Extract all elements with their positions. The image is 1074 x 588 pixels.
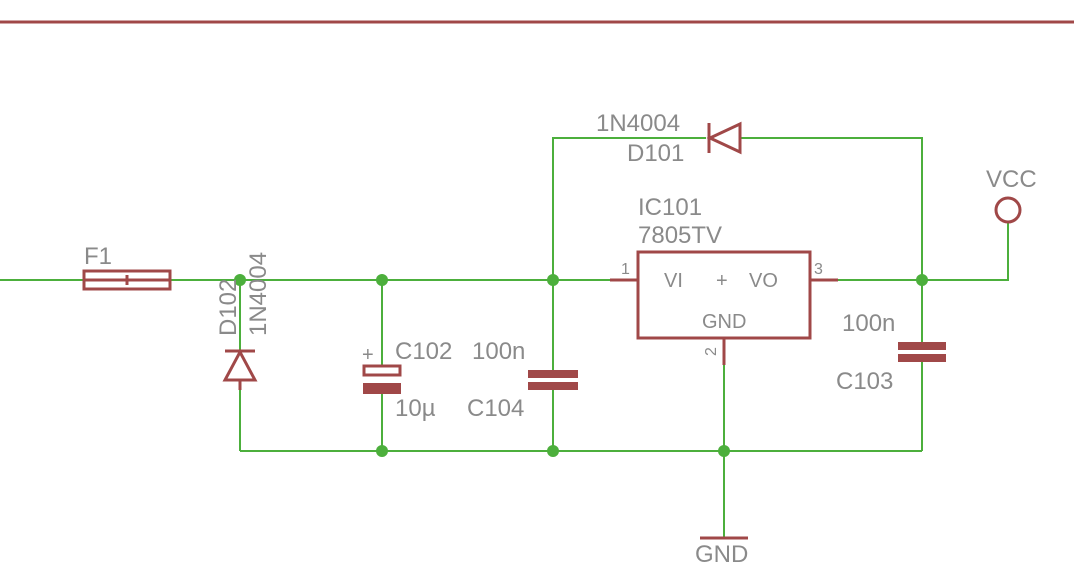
- diode-d102-name: D102: [215, 279, 242, 336]
- capacitor-c103-value: 100n: [842, 310, 895, 337]
- junction-dot: [376, 445, 388, 457]
- junction-dot: [547, 445, 559, 457]
- diode-d101-value: 1N4004: [596, 110, 680, 137]
- diode-d101-name: D101: [627, 140, 684, 167]
- capacitor-c103[interactable]: 100n C103: [836, 310, 946, 395]
- wires: [0, 137, 1009, 537]
- capacitor-c104-plate-bottom: [528, 382, 578, 390]
- regulator-ic101-pin1-number: 1: [621, 261, 630, 278]
- capacitor-c102-value: 10µ: [395, 395, 436, 422]
- junction-dot: [916, 274, 928, 286]
- regulator-ic101-value: 7805TV: [638, 222, 722, 249]
- junction-dot: [547, 274, 559, 286]
- vcc-label: VCC: [986, 166, 1037, 193]
- vcc-symbol: VCC: [986, 166, 1037, 224]
- capacitor-c104-plate-top: [528, 370, 578, 378]
- wire-bypass-right: [740, 137, 923, 280]
- capacitor-c104-name: C104: [467, 395, 524, 422]
- fuse-f1[interactable]: F1: [82, 243, 172, 291]
- regulator-ic101-plus-label: +: [716, 270, 728, 292]
- capacitor-c102-polarity: +: [362, 344, 374, 366]
- capacitor-c102-plate-negative: [363, 383, 401, 394]
- junctions: [234, 274, 928, 457]
- capacitor-c104-value: 100n: [472, 338, 525, 365]
- regulator-ic101-vi-label: VI: [664, 270, 683, 292]
- diode-d101-triangle: [706, 121, 742, 155]
- wire-vout: [810, 222, 1009, 281]
- junction-dot: [234, 274, 246, 286]
- regulator-ic101-name: IC101: [638, 194, 702, 221]
- capacitor-c103-plate-bottom: [898, 354, 946, 362]
- gnd-symbol: GND: [695, 536, 748, 568]
- vcc-terminal-icon: [994, 196, 1022, 224]
- diode-d101[interactable]: 1N4004 D101: [596, 110, 742, 167]
- regulator-ic101-pin2-number: 2: [703, 347, 720, 356]
- capacitor-c104[interactable]: 100n C104: [467, 338, 578, 422]
- capacitor-c102[interactable]: + C102 10µ: [362, 338, 452, 422]
- junction-dot: [376, 274, 388, 286]
- regulator-ic101[interactable]: IC101 7805TV VI + VO GND 1 3 2: [610, 194, 838, 365]
- capacitor-c102-name: C102: [395, 338, 452, 365]
- diode-d102-value: 1N4004: [245, 252, 272, 336]
- regulator-ic101-vo-label: VO: [749, 270, 778, 292]
- diode-d102-triangle: [222, 348, 258, 382]
- gnd-label: GND: [695, 541, 748, 568]
- regulator-ic101-gnd-label: GND: [702, 311, 746, 333]
- regulator-ic101-pin3-number: 3: [814, 261, 823, 278]
- fuse-name: F1: [84, 243, 112, 270]
- junction-dot: [718, 445, 730, 457]
- capacitor-c102-plate-positive: [362, 364, 402, 377]
- capacitor-c103-plate-top: [898, 342, 946, 350]
- capacitor-c103-name: C103: [836, 368, 893, 395]
- diode-d102[interactable]: D102 1N4004: [215, 252, 272, 390]
- wire-bypass-left: [552, 137, 706, 280]
